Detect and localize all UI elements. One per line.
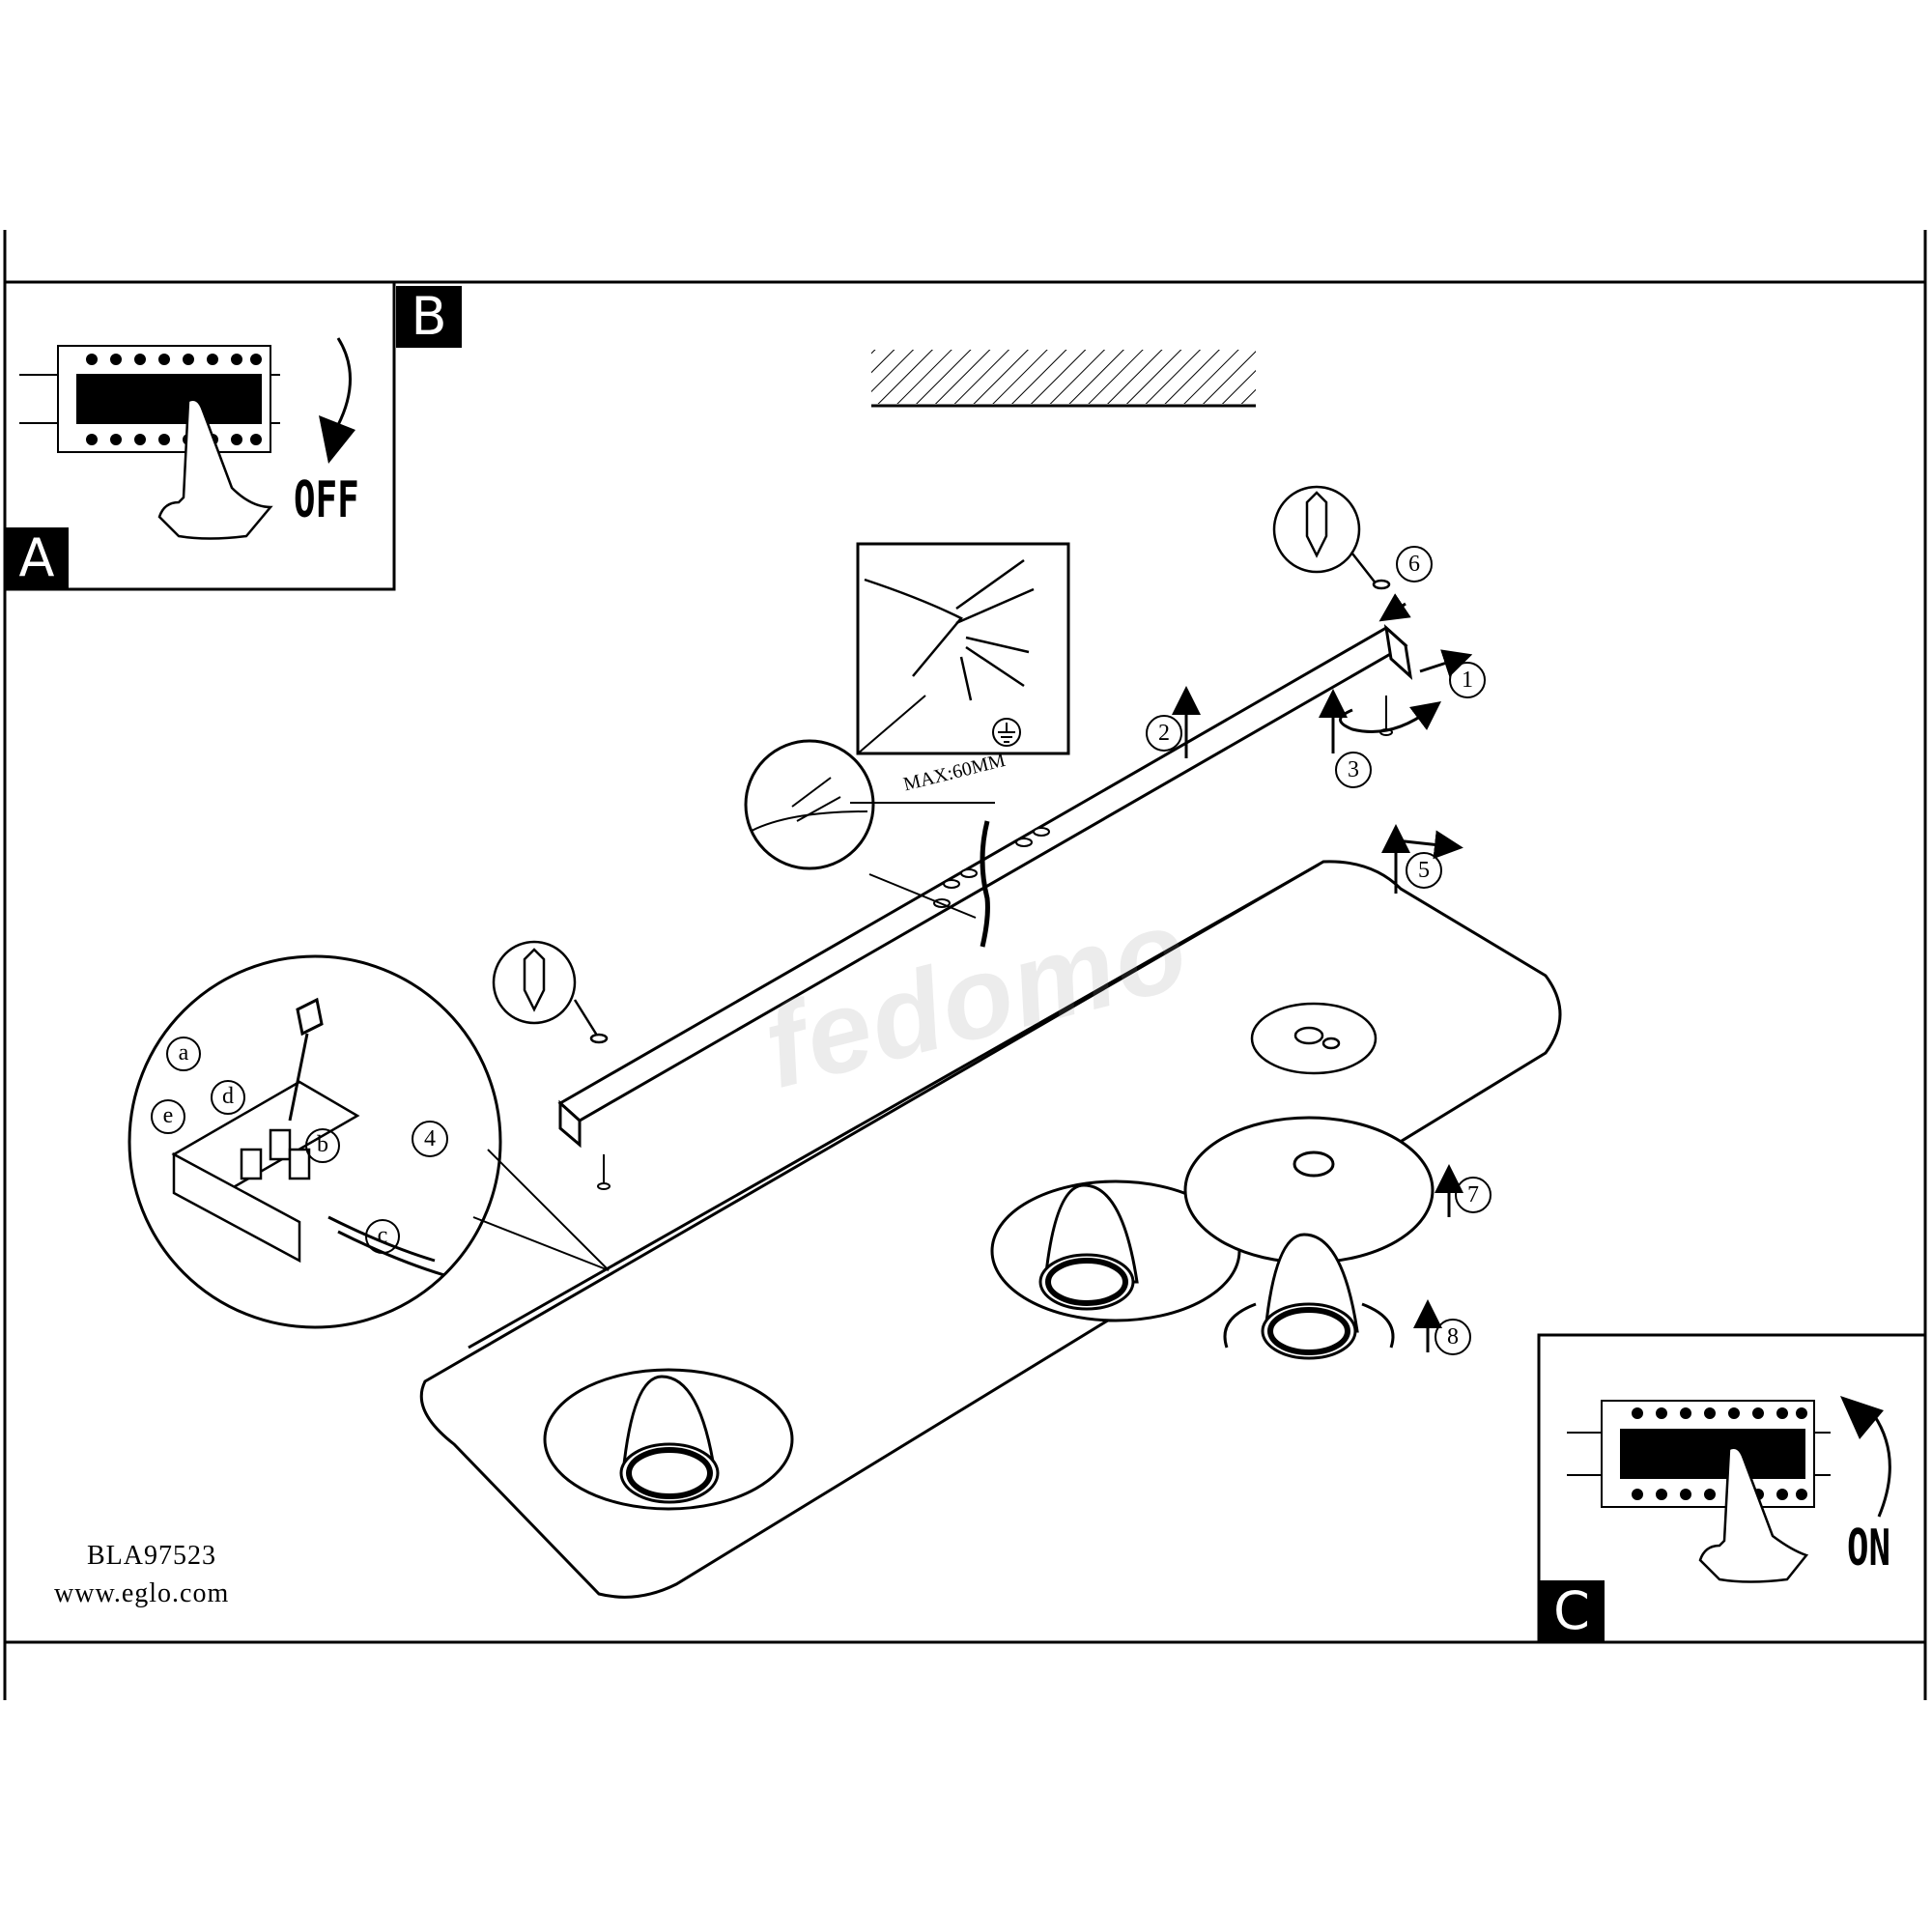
spotlight-icon (990, 1179, 1241, 1322)
hand-icon (1698, 1446, 1809, 1583)
website: www.eglo.com (54, 1578, 230, 1608)
panel-label-a: A (5, 527, 69, 589)
switch-off-label: OFF (294, 471, 359, 529)
mains-cable (980, 820, 990, 948)
wall-plug-icon (492, 940, 609, 1044)
wiring-step: a (166, 1037, 201, 1071)
arrow-head-icon (319, 415, 355, 464)
panel-label-c: C (1539, 1580, 1605, 1642)
pliers-icon (864, 558, 1035, 701)
wiring-step: e (151, 1099, 185, 1134)
wiring-step: b (305, 1128, 340, 1163)
arrow-up-icon (1872, 1414, 1891, 1518)
spotlight-icon (1183, 1116, 1435, 1360)
terminal-block-icon (171, 1080, 360, 1264)
wiring-step: d (211, 1080, 245, 1115)
step-number: 2 (1146, 715, 1182, 752)
arrow-head-icon (1840, 1396, 1884, 1439)
switch-on-label: ON (1847, 1520, 1891, 1577)
leader-lines (472, 1149, 610, 1271)
strip-detail-circle (744, 739, 875, 870)
circuit-breaker-icon (19, 345, 280, 453)
step-number: 5 (1406, 852, 1442, 889)
ground-symbol-icon (992, 718, 1021, 747)
step-arrows (1172, 593, 1473, 1352)
panel-a-box (3, 280, 396, 591)
screwdriver-icon (288, 997, 324, 1122)
spotlight-icon (543, 1368, 794, 1511)
wiring-step: c (365, 1219, 400, 1254)
step-number: 4 (412, 1121, 448, 1157)
step-number: 3 (1335, 752, 1372, 788)
step-number: 6 (1396, 546, 1433, 582)
step-number: 8 (1435, 1319, 1471, 1355)
hand-icon (157, 398, 273, 540)
circuit-breaker-icon (1567, 1400, 1831, 1508)
lamp-center-mount (1250, 1002, 1378, 1075)
panel-c-box (1537, 1333, 1927, 1644)
panel-label-b: B (396, 286, 462, 348)
step-number: 7 (1455, 1177, 1492, 1213)
arrow-down-icon (336, 337, 352, 426)
step-number: 1 (1449, 662, 1486, 698)
wall-plug-icon (1272, 485, 1391, 590)
strip-detail-lines (751, 695, 995, 919)
wire-detail-box (856, 542, 1070, 755)
model-number: BLA97523 (87, 1541, 216, 1571)
ceiling-hatch (871, 350, 1256, 408)
